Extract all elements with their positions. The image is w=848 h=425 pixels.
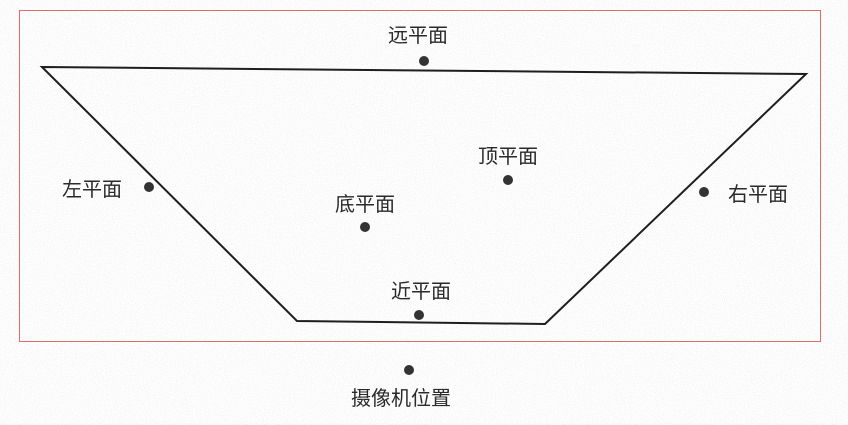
right-plane-label: 右平面 [728,182,788,206]
bounding-frame [19,10,821,342]
right-plane-point [699,187,709,197]
camera-position-point [404,365,414,375]
bottom-plane-label: 底平面 [335,192,395,216]
bottom-plane-point [360,222,370,232]
left-plane-label: 左平面 [62,177,122,201]
far-plane-point [419,56,429,66]
camera-position-label: 摄像机位置 [351,386,451,410]
near-plane-label: 近平面 [391,279,451,303]
top-plane-point [503,175,513,185]
top-plane-label: 顶平面 [478,144,538,168]
frustum-outline [39,65,809,326]
far-plane-label: 远平面 [388,23,448,47]
left-plane-point [144,182,154,192]
near-plane-point [414,310,424,320]
